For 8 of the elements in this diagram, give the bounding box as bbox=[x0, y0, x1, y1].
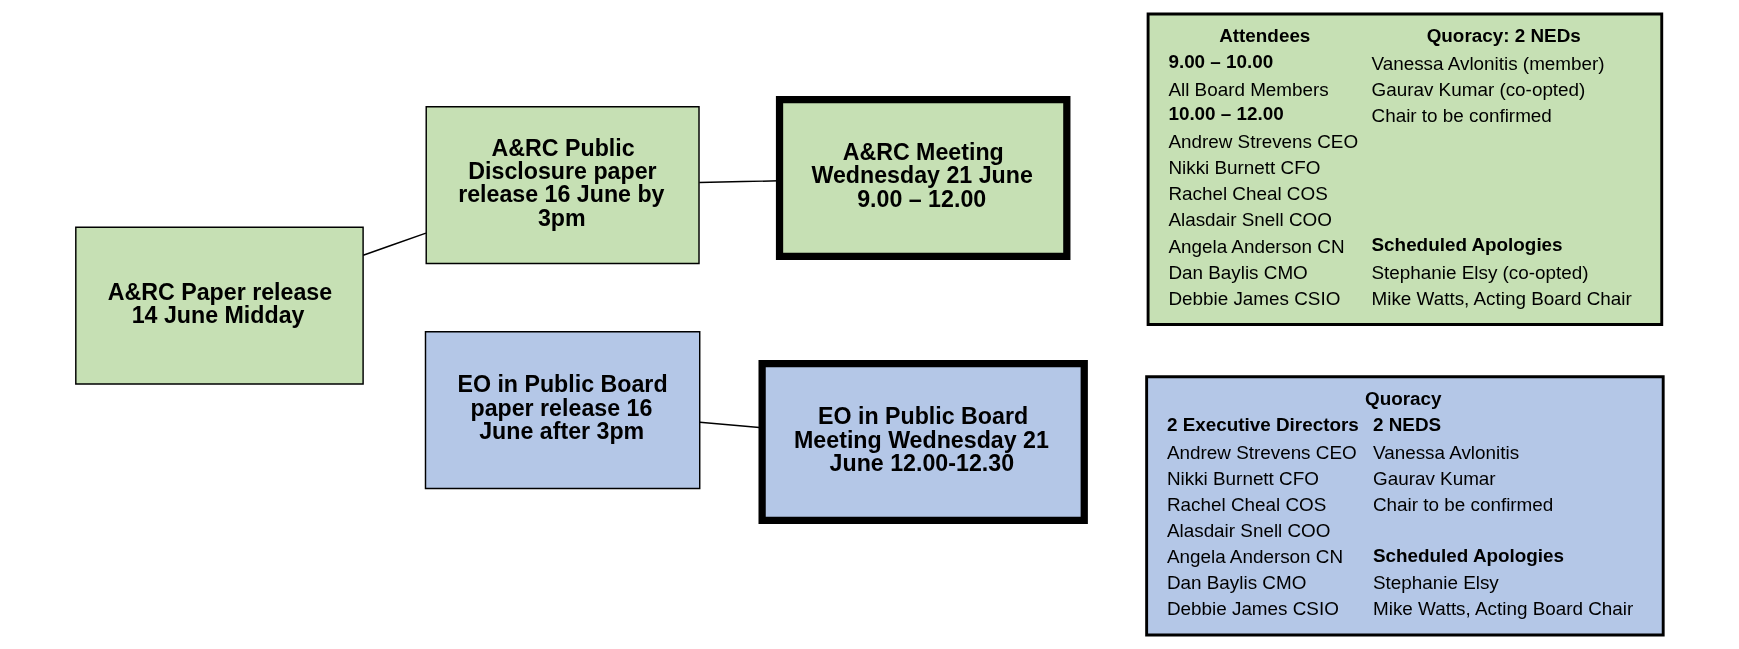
node-box: EO in Public Board paper release 16 June after 3pm bbox=[424, 331, 701, 490]
node-box: A&RC Paper release 14 June Midday bbox=[75, 226, 364, 385]
node-box: EO in Public Board Meeting Wednesday 21 June 12.00-12.30 bbox=[758, 360, 1088, 524]
connector bbox=[362, 232, 427, 256]
node-box: A&RC Meeting Wednesday 21 June 9.00 – 12.00 bbox=[775, 95, 1071, 260]
node-box: Attendees Quoracy: 2 NEDs 9.00 – 10.00 Vanessa Avlonitis (member) All Board Members Gaurav Kumar (co-opted) 10.00 – 12.00 Chair to be confirmed Andrew Strevens CEO Nikki Burnett CFO Rachel Cheal COS Alasdair Snell COO Angela Anderson CN Scheduled Apologies Dan Baylis CMO Stephanie Elsy (co-opted) Debbie James CSIO Mike Watts, Acting Board Chair bbox=[1146, 12, 1664, 326]
node-box: A&RC Public Disclosure paper release 16 June by 3pm bbox=[425, 106, 700, 265]
node-box: Quoracy 2 Executive Directors 2 NEDS Andrew Strevens CEO Vanessa Avlonitis Nikki Burnett CFO Gaurav Kumar Rachel Cheal COS Chair to be confirmed Alasdair Snell COO Angela Anderson CN Scheduled Apologies Dan Baylis CMO Stephanie Elsy Debbie James CSIO Mike Watts, Acting Board Chair bbox=[1145, 375, 1665, 637]
